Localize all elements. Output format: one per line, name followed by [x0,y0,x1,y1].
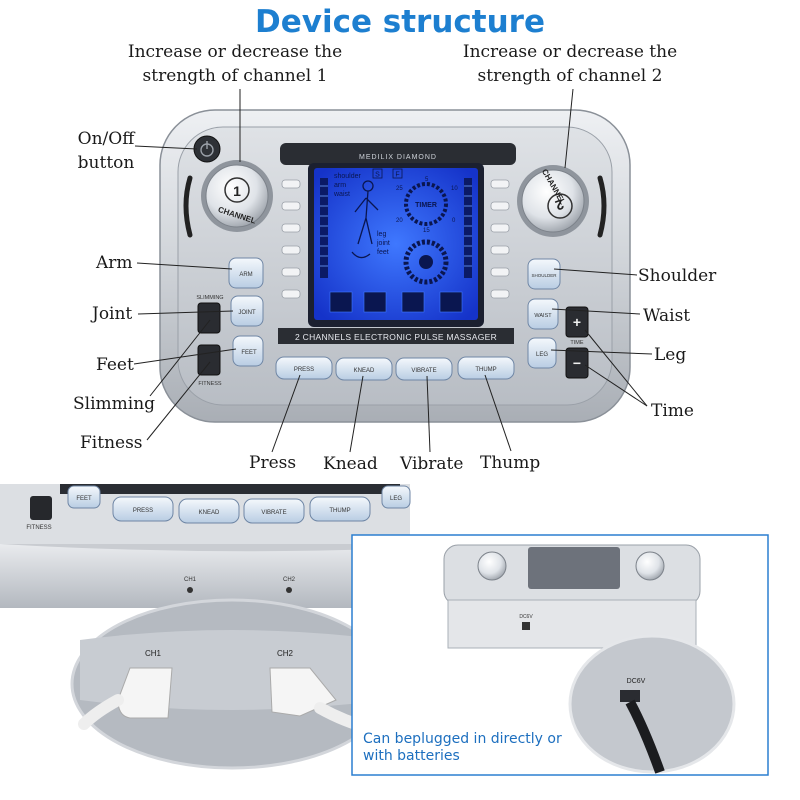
screen-badge-s: S [375,172,380,179]
screen-label-shoulder: shoulder [334,173,362,180]
time-label: TIME [570,340,583,346]
vibrate-button-label: VIBRATE [411,368,436,374]
screen-timer: TIMER [415,202,437,209]
press-button-label: PRESS [294,367,314,373]
callout-time: Time [651,401,694,421]
screen-num-20: 20 [396,218,403,224]
lcd-screen: shoulder arm waist leg joint feet S F TI… [308,163,484,327]
screen-label-joint: joint [376,240,390,247]
closeup-ch2-small: CH2 [283,577,296,583]
fitness-button[interactable] [197,344,221,376]
leader-lines [133,88,653,453]
closeup-thump: THUMP [329,508,350,514]
waist-button[interactable]: WAIST [527,298,559,330]
closeup-press: PRESS [133,508,153,514]
feet-button-label: FEET [241,350,257,356]
joint-button[interactable]: JOINT [230,295,264,327]
leg-button-label: LEG [536,352,548,358]
screen-label-arm: arm [334,182,346,189]
callout-waist: Waist [643,306,691,326]
waist-button-label: WAIST [534,313,552,319]
closeup-leg: LEG [390,496,402,502]
channel-1-number: 1 [233,183,241,199]
panel-caption: 2 CHANNELS ELECTRONIC PULSE MASSAGER [295,332,497,342]
callout-onoff: On/Off button [77,129,135,173]
time-plus-button[interactable]: + [565,306,589,338]
slimming-label: SLIMMING [196,295,223,301]
joint-button-label: JOINT [238,310,256,316]
knead-button[interactable]: KNEAD [335,357,393,381]
screen-label-leg: leg [377,231,386,238]
callout-press: Press [249,453,297,473]
callout-slimming: Slimming [73,394,156,414]
callout-channel-2: Increase or decrease the strength of cha… [462,42,678,86]
callout-joint: Joint [92,304,133,324]
jack-ch2-label: CH2 [277,649,294,658]
battery-inset: DC6V DC6V [351,534,769,776]
jack-magnifier: CH1 CH2 [70,598,394,770]
knead-button-label: KNEAD [354,368,375,374]
channel-1-knob[interactable]: 1 CHANNEL [201,160,273,232]
screen-label-waist: waist [333,191,350,198]
slimming-button[interactable] [197,302,221,334]
screen-num-25: 25 [396,186,403,192]
level-indicators-left [281,179,301,299]
vibrate-button[interactable]: VIBRATE [395,357,453,381]
closeup-fitness-label: FITNESS [26,525,51,531]
jack-ch1-label: CH1 [145,649,162,658]
arm-button-label: ARM [239,272,252,278]
leg-button[interactable]: LEG [527,337,557,369]
inset-caption: Can beplugged in directly or with batter… [363,731,562,764]
closeup-ch1-small: CH1 [184,577,197,583]
callout-leg: Leg [654,345,687,365]
screen-num-0: 0 [452,218,456,224]
shoulder-button[interactable]: SHOULDER [527,258,561,290]
inset-port-label: DC6V [627,678,646,685]
screen-num-10: 10 [451,186,458,192]
fitness-label: FITNESS [198,381,222,387]
press-button[interactable]: PRESS [275,356,333,380]
callout-knead: Knead [323,454,378,474]
channel-2-knob[interactable]: 2 CHANNEL [517,165,589,237]
callout-thump: Thump [480,453,541,473]
plus-icon: + [573,314,581,330]
closeup-feet: FEET [76,496,92,502]
minus-icon: − [573,355,581,371]
page-title: Device structure [255,4,545,40]
screen-num-5: 5 [425,177,429,183]
callout-channel-1: Increase or decrease the strength of cha… [127,42,343,86]
screen-num-15: 15 [423,228,430,234]
closeup-knead: KNEAD [199,510,220,516]
shoulder-button-label: SHOULDER [531,273,557,278]
thump-button[interactable]: THUMP [457,356,515,380]
time-minus-button[interactable]: − [565,347,589,379]
callout-vibrate: Vibrate [400,454,464,474]
callout-arm: Arm [96,253,133,273]
callout-shoulder: Shoulder [638,266,717,286]
thump-button-label: THUMP [475,367,496,373]
feet-button[interactable]: FEET [232,335,264,367]
callout-fitness: Fitness [80,433,143,453]
closeup-vibrate: VIBRATE [261,510,286,516]
inset-small-port: DC6V [519,614,533,620]
closeup-photo: FITNESS FEET PRESS KNEAD VIBRATE THUMP L… [0,484,411,608]
callout-feet: Feet [96,355,134,375]
brand-text: MEDILIX DIAMOND [359,154,437,161]
screen-label-feet: feet [377,249,389,256]
level-indicators-right [490,179,510,299]
screen-badge-f: F [395,172,399,179]
arm-button[interactable]: ARM [228,257,264,289]
